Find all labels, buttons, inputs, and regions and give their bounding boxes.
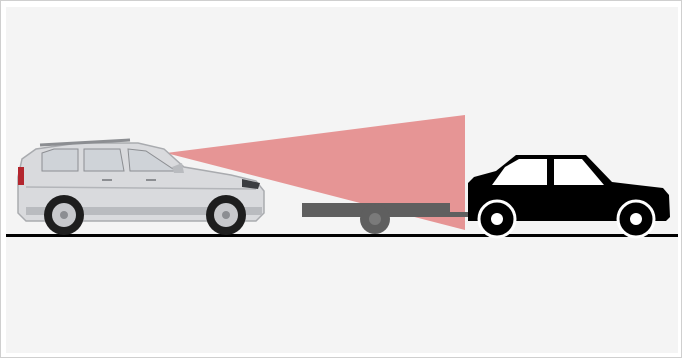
illustration-svg: [6, 7, 678, 353]
hatchback-car-icon: [468, 155, 670, 237]
illustration-scene: [6, 7, 678, 353]
ground-line: [6, 234, 678, 237]
